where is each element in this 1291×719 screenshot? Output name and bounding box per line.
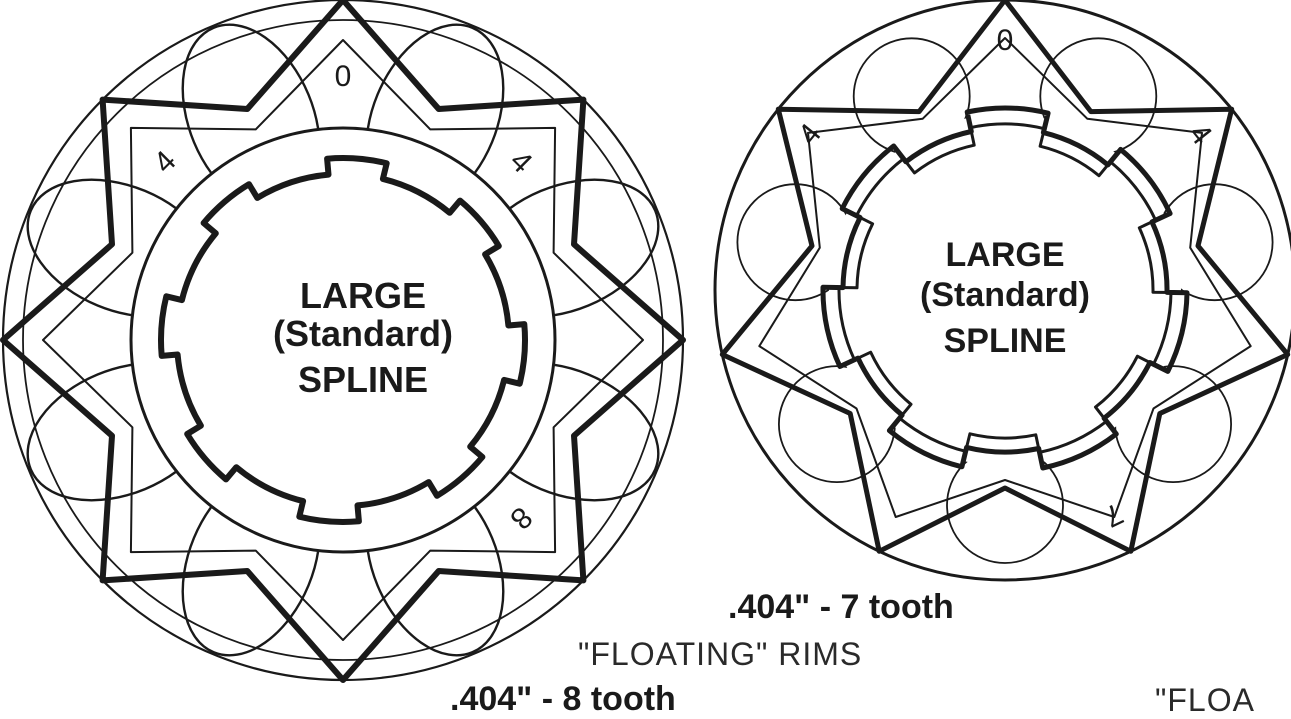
spline-outline-inner [837,122,1173,454]
tooth-number-label: 7 [1099,496,1128,533]
tooth-number-label: 0 [997,24,1014,57]
tooth-star-inner [42,39,644,641]
tooth-number-label: 4 [503,145,538,180]
caption-eight-tooth: .404" - 8 tooth [450,680,676,718]
hub-collar [129,126,557,554]
hub-label-line: SPLINE [944,322,1067,360]
tooth-star-outline [0,0,686,683]
hub-label-line: (Standard) [920,276,1090,314]
caption-floating-rims: "FLOATING" RIMS [578,636,863,672]
tooth-star-inner [758,37,1252,518]
hub-label-line: (Standard) [273,313,453,354]
caption-floating-cut: "FLOA [1155,682,1255,718]
tooth-number-label: 8 [503,500,538,535]
spline-outline-outer [820,105,1190,471]
hub-fill [829,114,1181,466]
outer-rim-ring [713,0,1291,582]
hub-label-line: SPLINE [298,359,428,400]
spline-outline [158,155,528,525]
hub-label-line: LARGE [946,236,1065,274]
caption-seven-tooth: .404" - 7 tooth [728,588,954,626]
tooth-number-label: 0 [335,60,352,93]
hub-label-line: LARGE [300,275,426,316]
left-sprocket-8-tooth: 0 4 4 8 LARGE(Standard) SPLINE [0,0,686,683]
tooth-star-outline [719,0,1291,554]
tooth-number-label: 4 [792,118,828,152]
inner-rim-ring [22,19,664,661]
tooth-number-label: 4 [148,145,183,180]
